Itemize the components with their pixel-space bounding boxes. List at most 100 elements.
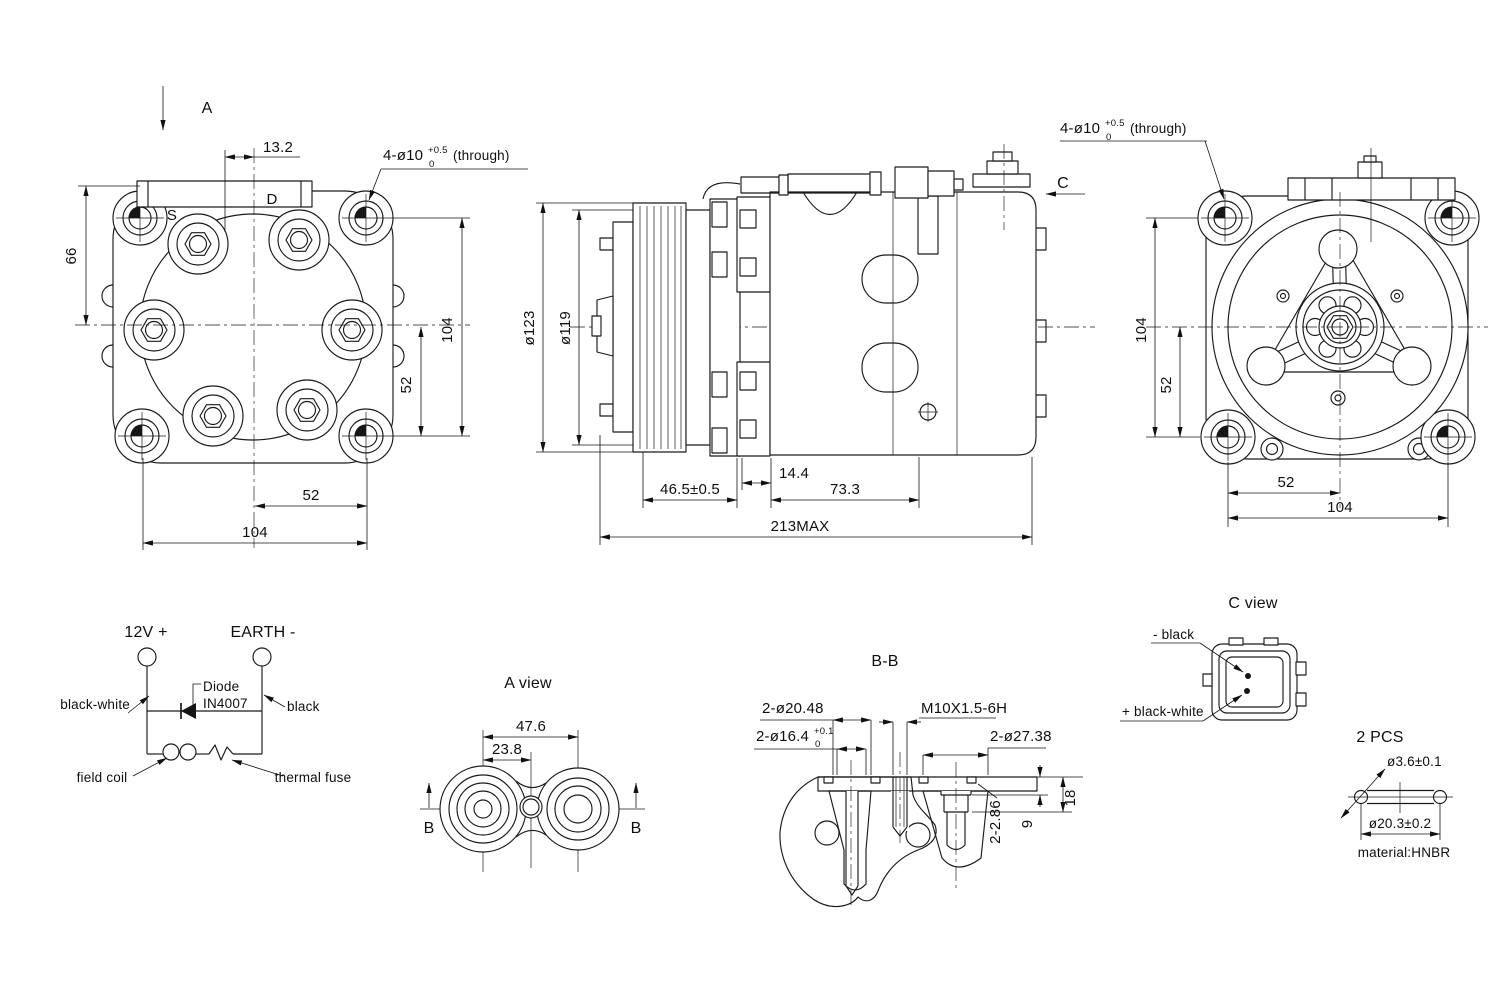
leader-arrow [231,759,284,777]
front-view: 104 52 52 104 4-ø10 +0.5 0 (through) [1060,118,1488,527]
diode-symbol [181,703,196,719]
dim-47-6: 47.6 [516,718,546,735]
view-c-label: C [1057,175,1069,192]
oring-material: material:HNBR [1358,845,1451,860]
callout-groove: 2-2.86 [987,800,1004,844]
section-hole [814,820,840,846]
rivet-center [1393,292,1401,300]
cs-dia-arrows [1340,768,1386,819]
side-bolt [1036,394,1047,418]
casting-boss [861,254,919,304]
callout-16-4: 2-ø16.4 [756,728,809,745]
neck-bottom [515,829,547,838]
connector-tab-top [1263,637,1279,646]
spoke-end [1246,346,1286,386]
dim-104-left: 104 [1133,317,1150,343]
neck-top [515,780,547,789]
fitting-flange [972,173,1031,188]
suction-dome [802,191,858,216]
dim-13-2: 13.2 [263,139,293,156]
hex-bolt [132,308,176,352]
dim-52-right: 52 [398,376,415,393]
spoke-end [1318,229,1358,269]
dim-66: 66 [63,247,80,264]
port-label-discharge: D [266,191,277,208]
dim-dia-119: ø119 [557,311,574,345]
fitting-cap [992,151,1013,162]
hole-callout-sup: +0.5 [428,145,448,156]
port-rings-right [546,777,610,841]
housing-bolt [711,371,728,398]
side-lug [101,344,114,368]
oring-od: ø20.3±0.2 [1369,816,1432,831]
dim-213max: 213MAX [771,518,830,535]
fitting-body [986,160,1019,175]
rivet-center [1279,292,1287,300]
pin-positive [1244,688,1250,694]
oring-cross-section [1432,789,1448,805]
connector-tab-right [1295,661,1307,676]
coil-loop [162,743,180,761]
hole-callout-suffix: (through) [1130,121,1187,136]
side-view: C ø123 ø119 46.5±0.5 14.4 73.3 213MAX [521,144,1095,545]
dim-46-5: 46.5±0.5 [660,481,720,498]
connector-tab-right [1295,692,1307,707]
dim-52-left: 52 [1158,376,1175,393]
dim-73-3: 73.3 [830,481,860,498]
pin-negative-label: - black [1153,627,1194,642]
section-b-label-right: B [631,820,642,837]
small-lug [1260,437,1284,461]
port-flange [136,180,313,208]
side-lug [101,284,114,308]
section-hole [905,822,931,848]
casting-boss [861,342,919,393]
thermal-fuse-label: thermal fuse [275,770,352,785]
a-view: A view 47.6 23.8 B B [420,675,645,872]
leader-arrow [1202,694,1243,722]
bar-nub-top [1363,155,1377,163]
dim-104-bottom: 104 [1327,499,1353,516]
hex-bolt [330,308,374,352]
pin-positive-label: + black-white [1122,704,1204,719]
armature-plate [612,221,634,433]
rivet [1330,390,1346,406]
dim-104-right: 104 [439,317,456,343]
bracket-bolt [739,371,757,391]
dim-14-4: 14.4 [779,465,809,482]
callout-20-48: 2-ø20.48 [762,700,824,717]
rivet [1276,289,1290,303]
hole-callout-sub: 0 [1106,132,1111,143]
ferrule [778,174,789,196]
dim-18: 18 [1062,789,1079,806]
pulley-grooves [632,202,687,453]
dim-52-bottom: 52 [302,487,319,504]
oring-detail: 2 PCS ø3.6±0.1 ø20.3±0.2 material:HNBR [1340,729,1453,860]
dim-9: 9 [1019,820,1036,829]
bb-section: B-B [754,653,1083,908]
plate-grooves [823,776,977,784]
connector-housing [894,166,929,199]
connector-inner [1225,656,1284,708]
belt-grooves [639,206,682,449]
port-boss-section-left [828,790,872,891]
pulley-rim [685,209,711,446]
shaft-nose [591,315,602,337]
top-mount-bar [1287,177,1456,201]
side-lug [392,284,405,308]
port-boss-right [536,767,620,851]
a-view-title: A view [504,675,552,692]
mount-hole [1197,190,1253,246]
section-b-label-left: B [424,820,435,837]
c-view-title: C view [1228,595,1277,612]
ferrule [869,171,882,196]
mount-hole [338,190,394,246]
terminal-negative [252,647,272,667]
small-lug-hole [1265,442,1279,456]
braided-sleeve [740,176,780,194]
leader-line [977,783,998,799]
housing-bolt [711,251,728,278]
leader-arrow [263,694,286,708]
connector-mid [1218,650,1291,714]
field-coil-label: field coil [77,770,128,785]
callout-27-38: 2-ø27.38 [990,728,1052,745]
